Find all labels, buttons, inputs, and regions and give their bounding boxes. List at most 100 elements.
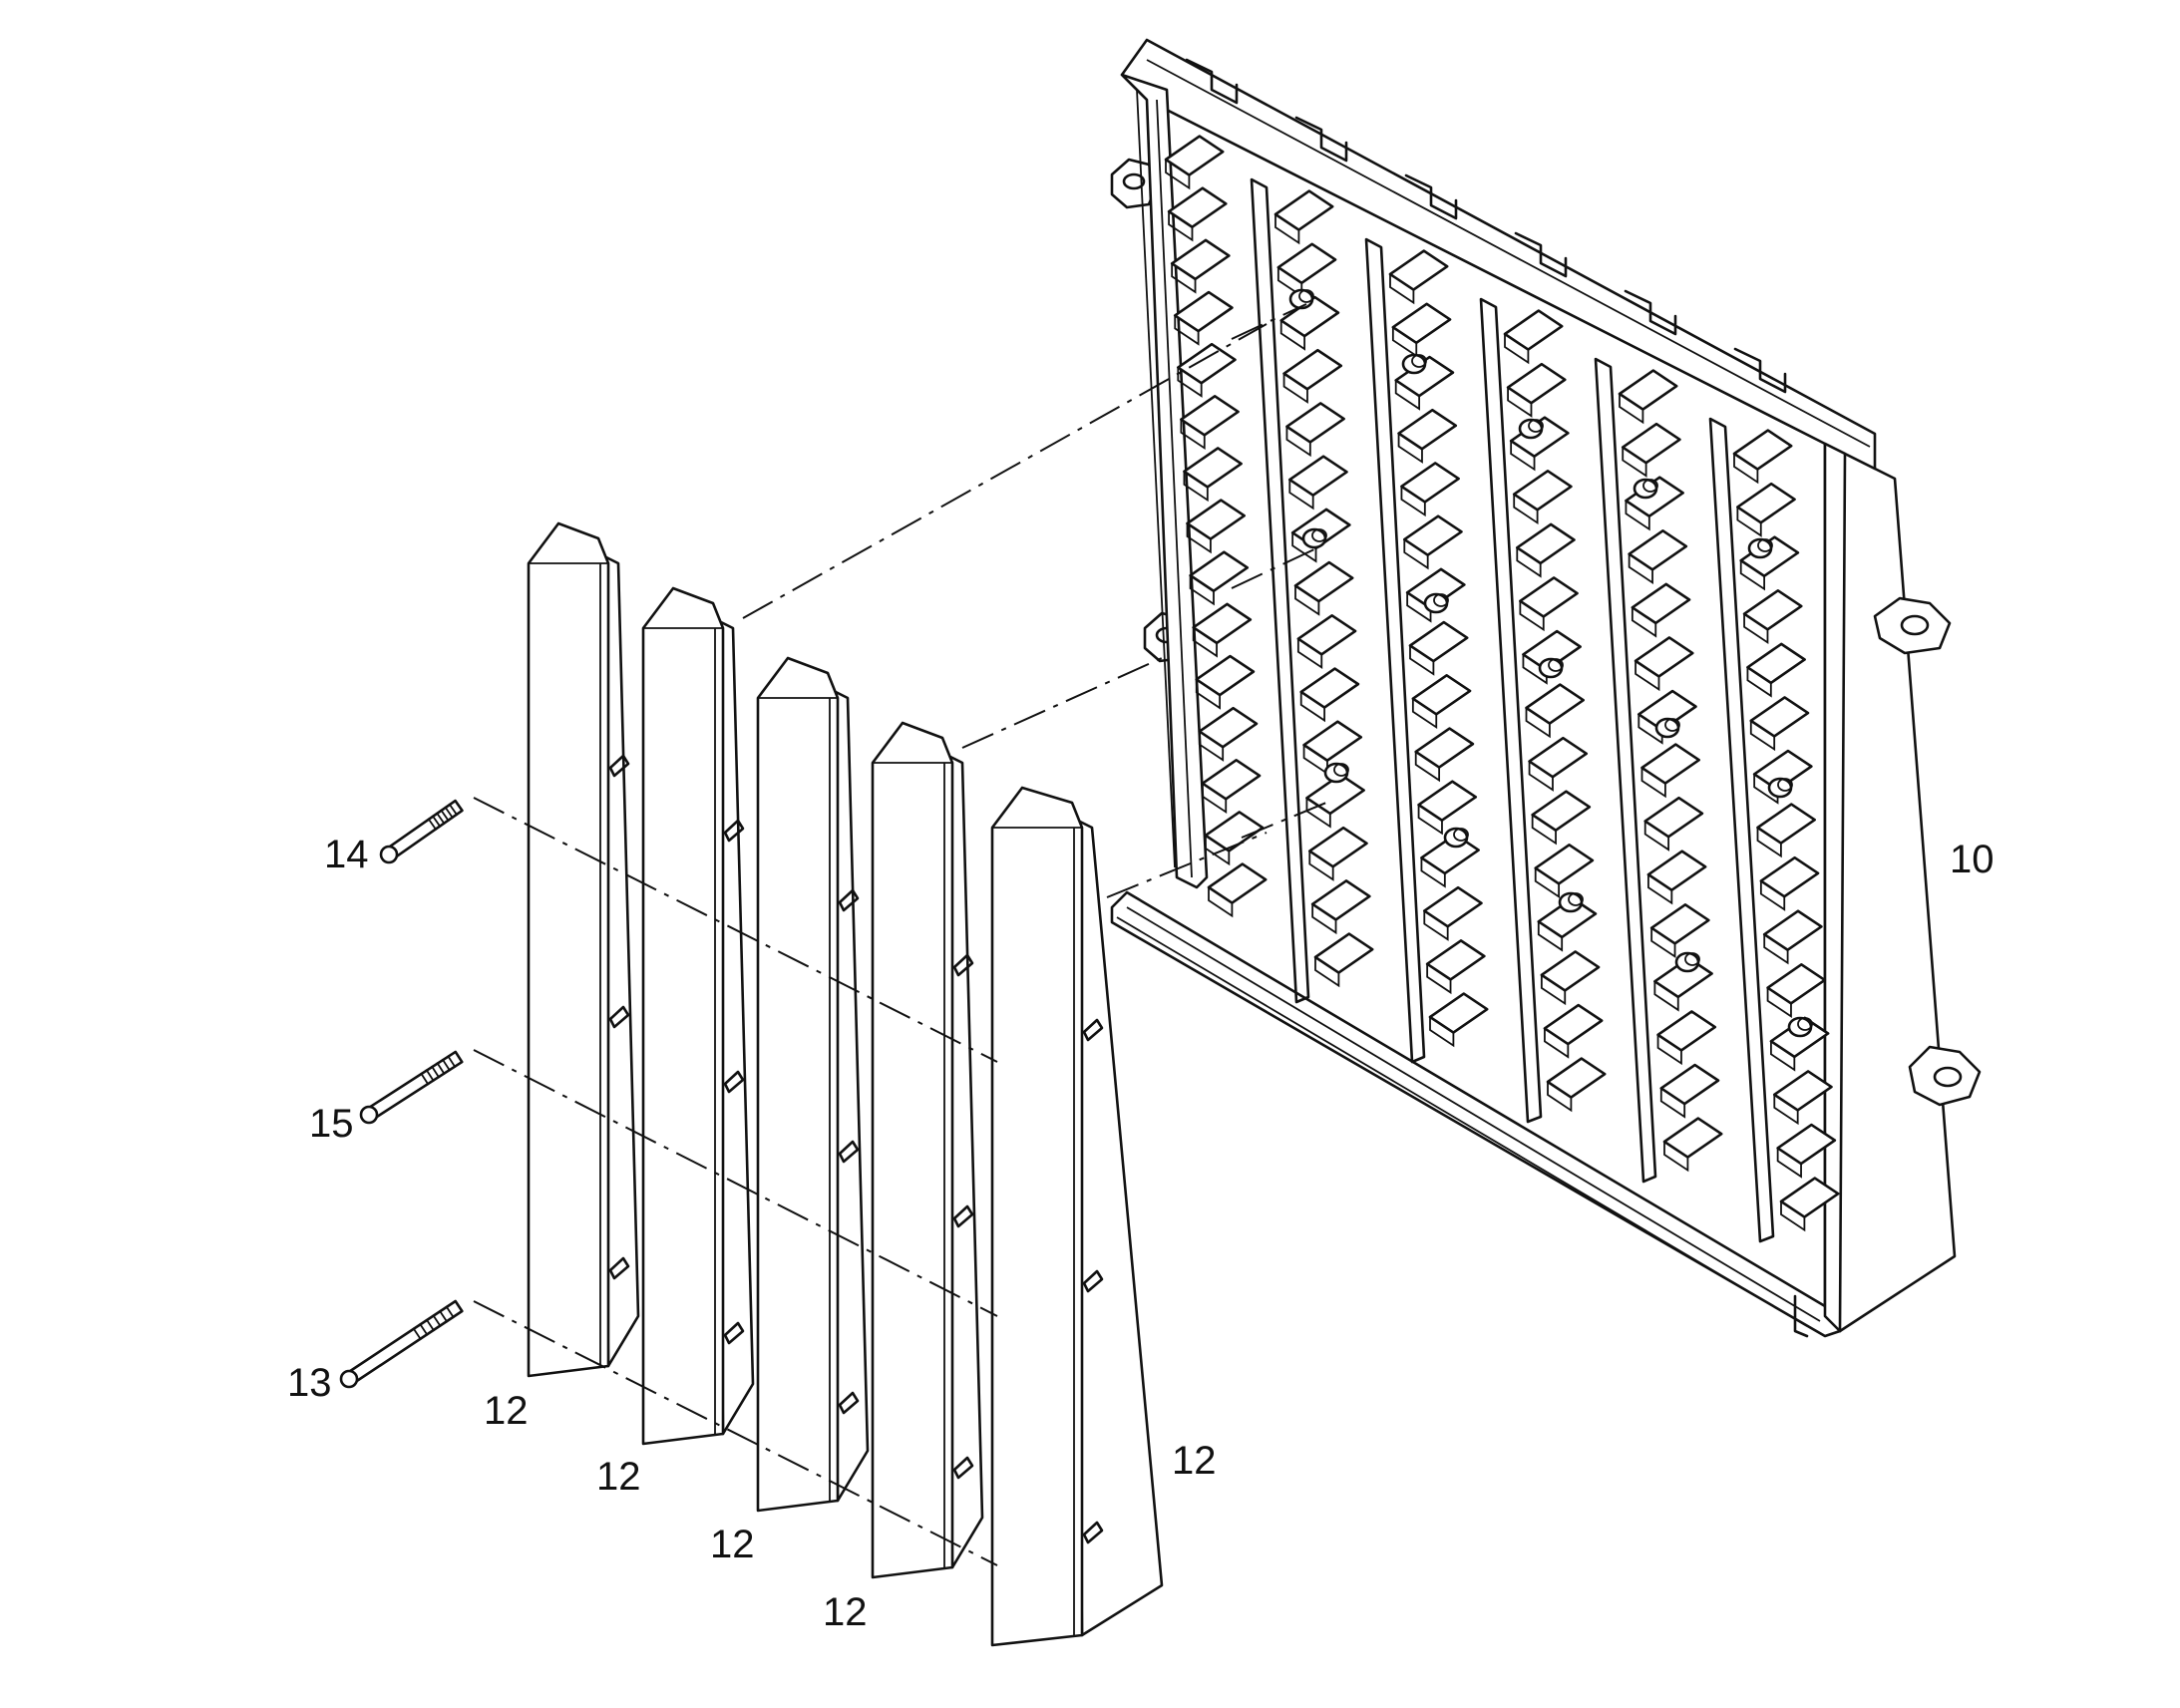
frame-cell <box>1186 499 1246 540</box>
frame-peg-top <box>1684 952 1700 966</box>
frame-cell-edge <box>1770 1041 1796 1072</box>
blade <box>990 786 1164 1647</box>
blade-pin-hole <box>723 1321 745 1345</box>
frame-cell <box>1643 796 1704 839</box>
pin-head <box>359 1105 379 1125</box>
frame-cell <box>1646 850 1707 892</box>
frame-cell <box>1506 362 1567 405</box>
frame-cell-edge <box>1195 679 1222 710</box>
frame-cell <box>1207 862 1268 904</box>
pin-set <box>339 799 464 1389</box>
frame-assembly <box>1110 38 1982 1338</box>
frame-cell-edge <box>1622 447 1647 478</box>
frame-cell-edge <box>1528 761 1554 792</box>
pin-thread <box>440 809 450 823</box>
frame-cell-edge <box>1279 320 1306 351</box>
mounting-ear-upper-left-hole <box>1122 172 1146 190</box>
frame-cell <box>1195 654 1256 697</box>
frame-cell <box>1422 885 1483 928</box>
frame-cell-edge <box>1406 592 1432 623</box>
frame-cell-edge <box>1420 857 1446 888</box>
frame-cell <box>1522 629 1582 672</box>
center-line-blade5-to-frame-bottom <box>1106 832 1268 898</box>
pin-thread <box>420 1072 430 1086</box>
frame-cell <box>1293 560 1354 603</box>
frame-cell <box>1310 879 1371 921</box>
frame-cell <box>1307 826 1368 868</box>
frame-cell-edge <box>1759 880 1786 911</box>
pin-thread <box>448 803 459 817</box>
frame-cell-edge <box>1174 315 1200 346</box>
pin-thread <box>419 1322 429 1336</box>
center-line-pin15 <box>473 1049 998 1317</box>
frame-cell-edge <box>1403 539 1429 570</box>
frame-peg-top <box>1528 419 1544 433</box>
pin <box>379 799 464 864</box>
frame-cell <box>1402 514 1463 556</box>
frame-cell-grid <box>1164 135 1840 1232</box>
frame-cell-edge <box>1510 441 1536 472</box>
pin-head <box>379 845 399 864</box>
pin-thread <box>425 1318 436 1332</box>
frame-cell <box>1636 689 1697 732</box>
frame-cell <box>1534 844 1595 885</box>
pin-thread <box>445 1305 455 1319</box>
frame-cell-edge <box>1653 981 1679 1012</box>
frame-cell <box>1776 1123 1837 1166</box>
frame-cell <box>1531 790 1592 833</box>
frame-cell-edge <box>1640 768 1666 799</box>
center-line-pin14 <box>473 797 998 1063</box>
frame-peg-top <box>1333 763 1349 777</box>
frame-cell <box>1766 963 1827 1005</box>
blade-pin-hole <box>608 754 630 778</box>
frame-cell <box>1204 811 1265 853</box>
frame-peg-top <box>1568 892 1584 906</box>
label-frame: 10 <box>1950 838 1995 881</box>
frame-cell <box>1528 736 1589 779</box>
blade-set <box>527 521 1164 1647</box>
frame-cell <box>1391 302 1452 345</box>
blade <box>641 586 755 1446</box>
frame-mounting-pegs <box>1288 288 1813 1038</box>
frame-cell <box>1313 932 1374 974</box>
frame-cell <box>1414 727 1475 769</box>
pin-thread <box>412 1327 422 1341</box>
frame-cell <box>1180 395 1240 437</box>
frame-cell-edge <box>1417 805 1443 836</box>
mounting-ear-upper-right-hole <box>1900 614 1930 636</box>
frame-cell <box>1183 447 1243 489</box>
frame-cell <box>1189 550 1250 593</box>
pin <box>359 1050 464 1125</box>
frame-cell <box>1176 342 1237 385</box>
frame-cell-edge <box>1776 1148 1802 1179</box>
frame-peg-top <box>1548 658 1564 672</box>
frame-cell-edge <box>1631 607 1657 638</box>
blade-pin-hole <box>952 953 974 977</box>
frame-cell-edge <box>1656 1034 1682 1066</box>
frame-cell-edge <box>1414 751 1441 783</box>
frame-cell-edge <box>1659 1088 1686 1119</box>
frame-peg-top <box>1453 828 1469 842</box>
frame-cell-edge <box>1749 720 1776 752</box>
frame-cell-edge <box>1547 1082 1573 1113</box>
frame-top-rail <box>1120 38 1877 471</box>
blade-front-face <box>756 656 840 1513</box>
label-blade-5: 12 <box>1172 1439 1217 1483</box>
pin-thread <box>432 1314 442 1328</box>
label-blade-3: 12 <box>710 1523 755 1566</box>
frame-cell <box>1540 950 1601 992</box>
frame-cell-edge <box>1746 667 1772 698</box>
pin-thread <box>436 1062 446 1076</box>
frame-cell-edge <box>1274 214 1300 245</box>
frame-divider-ribs <box>1250 177 1775 1243</box>
frame-peg-top <box>1433 593 1449 607</box>
center-line-pin13 <box>473 1300 998 1566</box>
blade-pin-hole <box>952 1204 974 1228</box>
frame-peg-top <box>1298 289 1314 303</box>
frame-cell <box>1749 696 1810 738</box>
frame-cell <box>1287 455 1348 497</box>
frame-cell-edge <box>1189 575 1215 606</box>
frame-cell <box>1170 238 1231 281</box>
label-pin-top: 14 <box>324 833 369 876</box>
frame-cell-edge <box>1426 963 1452 995</box>
